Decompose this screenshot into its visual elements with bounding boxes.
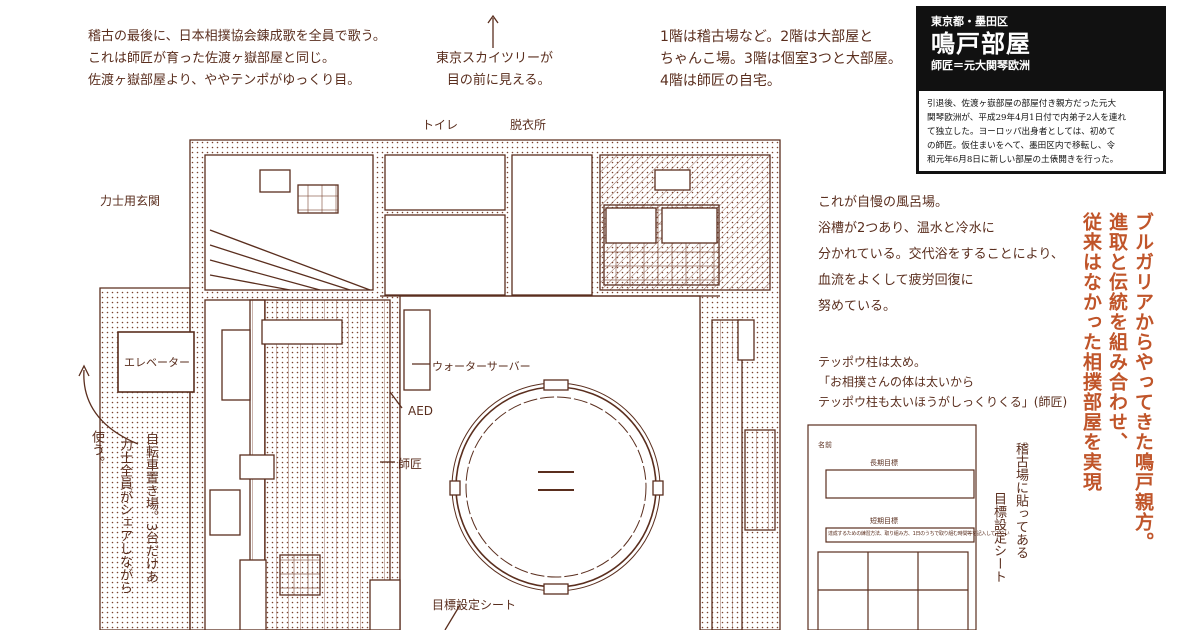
sheet-name-label: 名前 (818, 441, 832, 449)
info-line: 関琴欧洲が、平成29年4月1日付で内弟子2人を連れ (927, 113, 1127, 123)
note-bath: これが自慢の風呂場。 浴槽が2つあり、温水と冷水に 分かれている。交代浴をするこ… (818, 195, 1064, 314)
info-stable-name: 鳴戸部屋 (931, 30, 1031, 58)
label-toilet: トイレ (422, 118, 459, 132)
label-aed: AED (408, 404, 434, 418)
note-floors: 1階は稽古場など。2階は大部屋と ちゃんこ場。3階は個室3つと大部屋。 4階は師… (660, 29, 902, 89)
label-dressing-room: 脱衣所 (510, 118, 547, 132)
dohyo-ring (455, 386, 657, 588)
headline-line-2: 進取と伝統を組み合わせ、 (1106, 212, 1128, 452)
note-use: 使う。 (89, 430, 104, 469)
info-line: 和元年6月8日に新しい部屋の土俵開きを行った。 (927, 155, 1119, 165)
label-master: 師匠 (398, 457, 423, 471)
label-rikishi-entrance: 力士用玄関 (100, 194, 161, 208)
info-master: 師匠＝元大関琴欧洲 (931, 59, 1030, 72)
article-headline: ブルガリアからやってきた鳴戸親方。 進取と伝統を組み合わせ、 従来はなかった相撲… (1078, 212, 1156, 632)
sheet-long-term-label: 長期目標 (870, 459, 898, 467)
note-goal-sheet-1: 稽古場に貼ってある (1013, 442, 1028, 559)
up-arrow-icon (487, 14, 499, 48)
washroom (384, 214, 506, 296)
kitchen-room (204, 154, 374, 291)
note-share: 力士全員がシェアしながら (117, 438, 132, 594)
info-body: 引退後、佐渡ヶ嶽部屋の部屋付き親方だった元大 関琴欧洲が、平成29年4月1日付で… (919, 91, 1163, 173)
info-location: 東京都・墨田区 (931, 15, 1008, 28)
sheet-instruction-line: 達成するための練習方法、取り組み方、1日のうちで取り組む時間等を記入して下さい (828, 531, 1010, 537)
sheet-short-term-label: 短期目標 (870, 517, 898, 525)
note-song: 稽古の最後に、日本相撲協会錬成歌を全員で歌う。 これは師匠が育った佐渡ヶ嶽部屋と… (88, 29, 386, 88)
goal-sheet-drawing (807, 424, 977, 630)
note-goal-sheet-2: 目標設定シート (991, 492, 1006, 583)
stable-info-box: 東京都・墨田区 鳴戸部屋 師匠＝元大関琴欧洲 引退後、佐渡ヶ嶽部屋の部屋付き親方… (916, 6, 1166, 174)
curved-arrow-icon (78, 364, 139, 445)
toilet-room (384, 154, 506, 211)
headline-line-1: ブルガリアからやってきた鳴戸親方。 (1132, 212, 1154, 552)
note-teppo: テッポウ柱は太め。 「お相撲さんの体は太いから テッポウ柱も太いほうがしっくりく… (818, 355, 1068, 409)
right-wall-panels (711, 319, 743, 630)
info-box-header: 東京都・墨田区 鳴戸部屋 師匠＝元大関琴欧洲 (919, 9, 1163, 91)
info-line: て独立した。ヨーロッパ出身者としては、初めて (927, 127, 1116, 137)
label-goal-sheet: 目標設定シート (432, 598, 517, 612)
info-line: の師匠。仮住まいをへて、墨田区内で移転し、令 (927, 141, 1116, 151)
label-elevator: エレベーター (124, 356, 190, 369)
dressing-room (511, 154, 593, 296)
elevator-box (117, 331, 195, 393)
note-bicycle: 自転車置き場。3台だけあ (143, 432, 158, 584)
headline-line-3: 従来はなかった相撲部屋を実現 (1080, 212, 1102, 492)
info-line: 引退後、佐渡ヶ嶽部屋の部屋付き親方だった元大 (927, 99, 1117, 109)
label-water-server: ウォーターサーバー (432, 360, 531, 373)
note-skytree: 東京スカイツリーが 目の前に見える。 (436, 51, 554, 88)
